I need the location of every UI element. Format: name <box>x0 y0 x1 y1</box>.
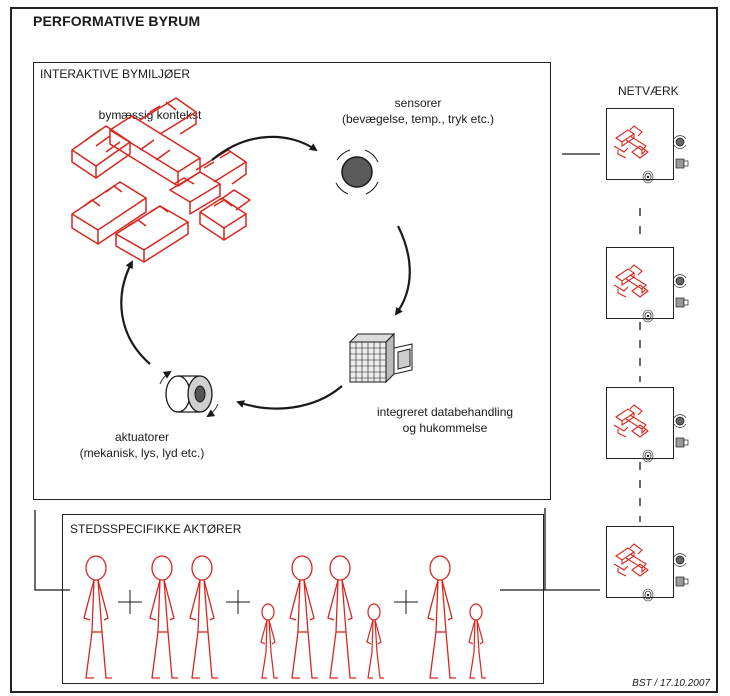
outer-frame <box>10 7 718 693</box>
network-label: NETVÆRK <box>618 84 679 98</box>
sensors-title: sensorer <box>394 96 442 110</box>
plus-signs <box>118 590 418 614</box>
sensor-icon <box>335 149 379 195</box>
interactive-environments-label: INTERAKTIVE BYMILJØER <box>40 67 191 81</box>
network-node <box>606 526 674 598</box>
network-connections <box>34 153 641 591</box>
actors-drawing <box>83 555 487 679</box>
context-label: bymæssig kontekst <box>98 108 202 122</box>
network-node-contents <box>613 125 689 602</box>
signature: BST / 17.10.2007 <box>632 678 710 689</box>
diagram-title: PERFORMATIVE BYRUM <box>33 13 201 29</box>
processing-unit-icon <box>348 332 413 384</box>
actuators-detail: (mekanisk, lys, lyd etc.) <box>79 446 205 460</box>
processing-line1: integreret databehandling <box>376 405 514 419</box>
interactive-environments-box <box>33 62 551 500</box>
actuators-title: aktuatorer <box>114 430 170 444</box>
network-node <box>606 108 674 180</box>
network-node <box>606 247 674 319</box>
city-context-drawing <box>71 97 251 263</box>
sensors-detail: (bevægelse, temp., tryk etc.) <box>341 112 495 126</box>
site-specific-actors-box <box>62 514 544 684</box>
network-node <box>606 387 674 459</box>
site-specific-actors-label: STEDSSPECIFIKKE AKTØRER <box>70 522 242 536</box>
processing-line2: og hukommelse <box>402 421 488 435</box>
cycle-arrows <box>120 135 411 410</box>
actuator-icon <box>159 370 219 418</box>
